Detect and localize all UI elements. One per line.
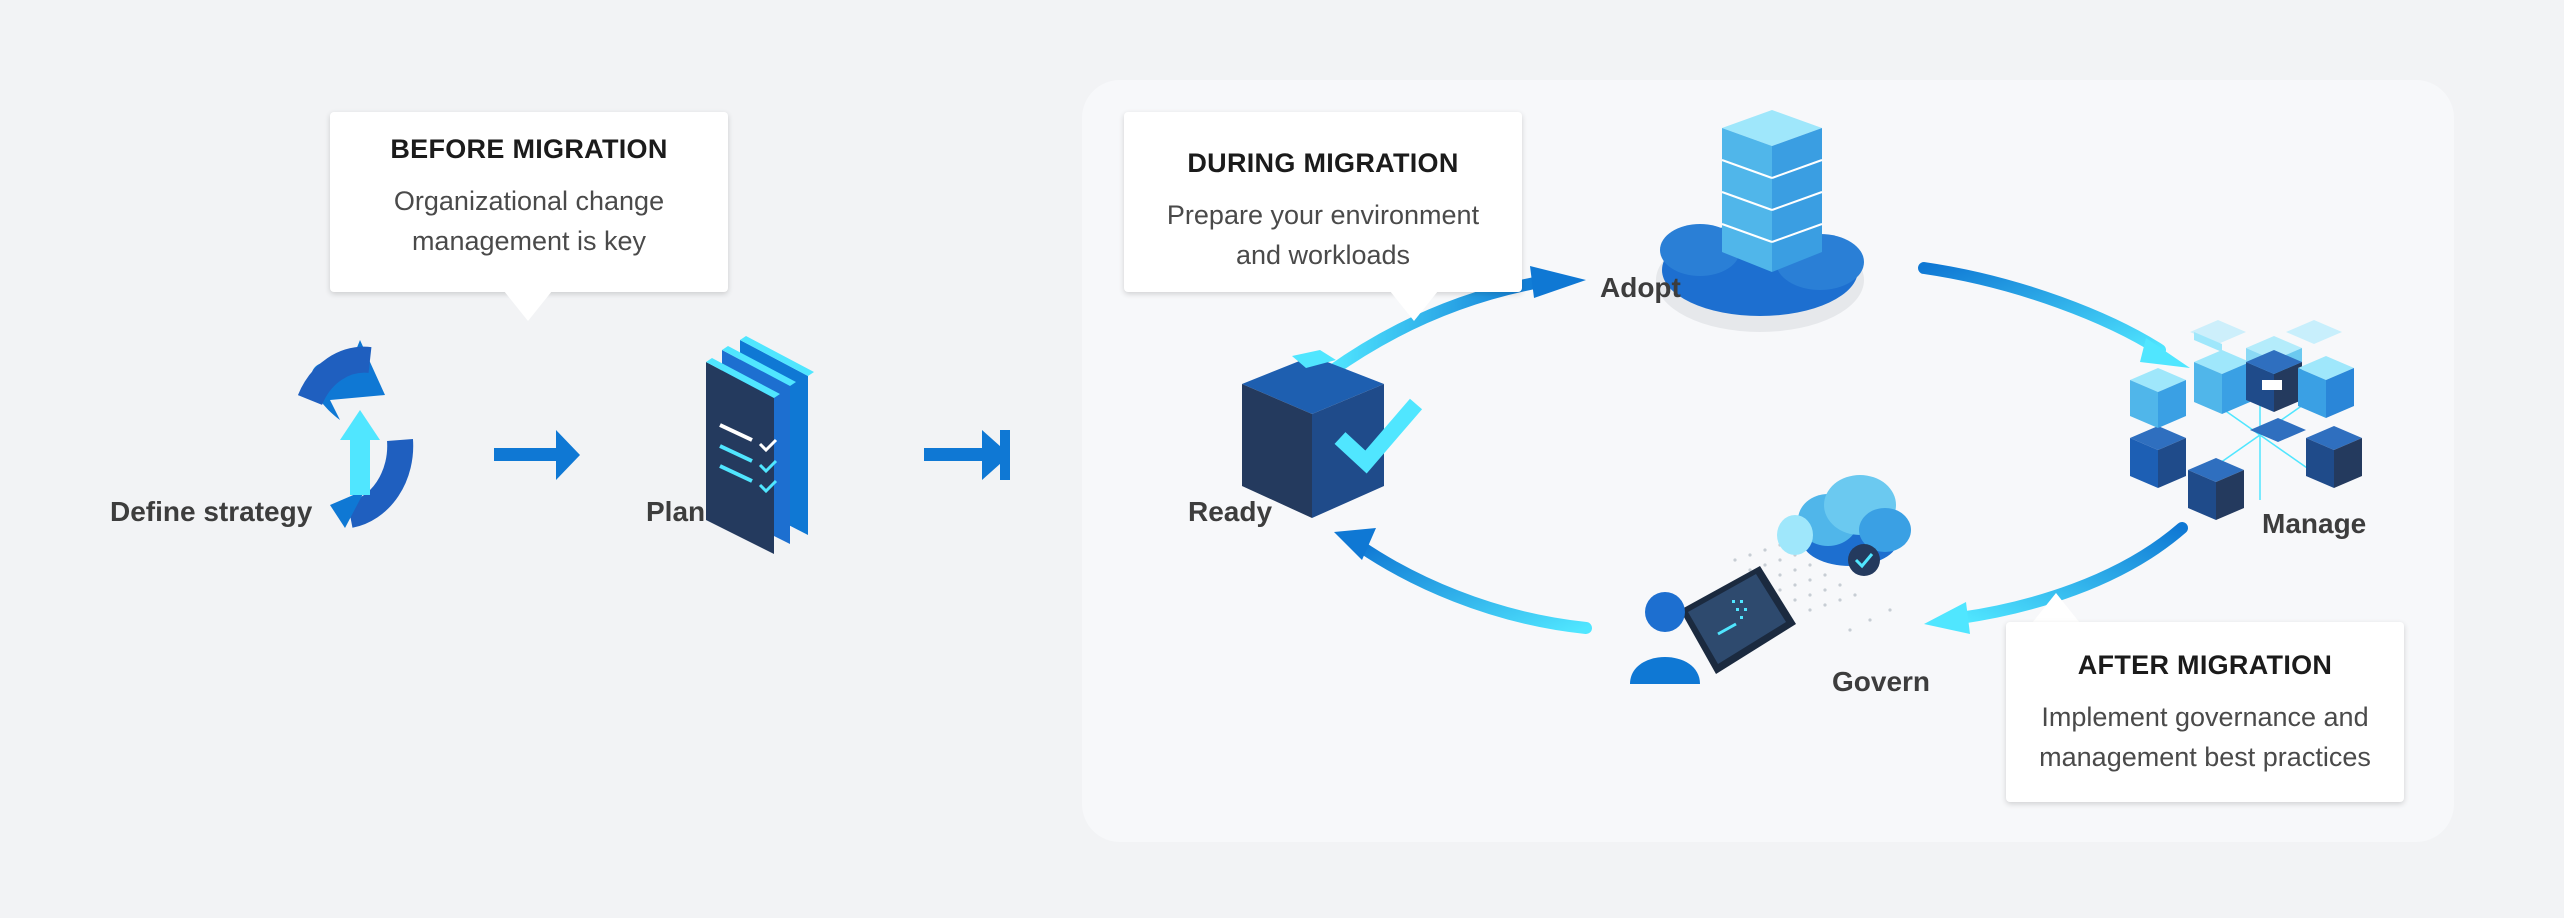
after-migration-callout-tail: [2032, 593, 2080, 623]
before-migration-line2: management is key: [411, 226, 647, 256]
arrow-govern-to-ready: [1334, 528, 1592, 634]
during-migration-callout: DURING MIGRATION Prepare your environmen…: [1124, 112, 1522, 292]
arrow-strategy-to-plan: [494, 430, 580, 480]
user-laptop-cloud-icon: [1630, 475, 1911, 684]
stage-label-ready: Ready: [1188, 496, 1273, 527]
arrow-plan-to-ready: [924, 430, 1010, 480]
stage-label-define-strategy: Define strategy: [110, 496, 313, 527]
during-migration-line2: and workloads: [1235, 240, 1411, 270]
checklist-document-icon: [706, 336, 814, 554]
cube-network-icon: [2130, 320, 2362, 520]
arrow-adopt-to-manage: [1918, 262, 2190, 368]
after-migration-title: AFTER MIGRATION: [2077, 650, 2333, 680]
after-migration-callout: AFTER MIGRATION Implement governance and…: [2006, 622, 2404, 802]
before-migration-callout: BEFORE MIGRATION Organizational change m…: [330, 112, 728, 292]
during-migration-callout-tail: [1390, 291, 1438, 321]
after-migration-line1: Implement governance and: [2041, 702, 2369, 732]
cloud-server-stack-icon: [1656, 110, 1864, 332]
stage-label-govern: Govern: [1832, 666, 1931, 697]
stage-label-manage: Manage: [2262, 508, 2367, 539]
stage-label-adopt: Adopt: [1600, 272, 1681, 303]
before-migration-line1: Organizational change: [393, 186, 665, 216]
before-migration-callout-tail: [504, 291, 552, 321]
cube-checkmark-icon: [1242, 350, 1423, 518]
before-migration-title: BEFORE MIGRATION: [390, 134, 668, 164]
during-migration-line1: Prepare your environment: [1166, 200, 1480, 230]
during-migration-title: DURING MIGRATION: [1187, 148, 1459, 178]
refresh-arrows-icon: [297, 340, 414, 528]
arrow-manage-to-govern: [1924, 522, 2188, 634]
after-migration-line2: management best practices: [2039, 742, 2371, 772]
stage-label-plan: Plan: [646, 496, 706, 527]
